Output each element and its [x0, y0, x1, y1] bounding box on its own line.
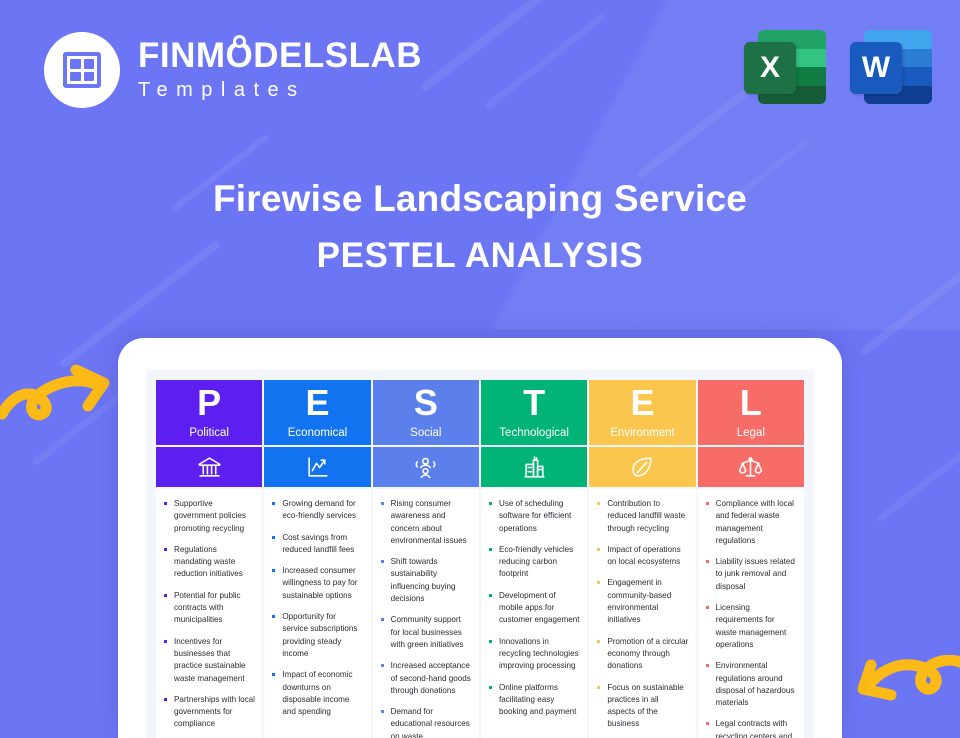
- icon-cell-legal: [697, 447, 804, 487]
- icon-cell-economical: [264, 447, 371, 487]
- list-item: Supportive government policies promoting…: [163, 498, 255, 535]
- list-item: Contribution to reduced landfill waste t…: [596, 498, 688, 535]
- icon-cell-technological: [480, 447, 588, 487]
- body-cell-social: Rising consumer awareness and concern ab…: [372, 489, 479, 738]
- people-group-icon: [415, 457, 436, 478]
- brand-o-dot-icon: [233, 35, 246, 49]
- list-item: Liability issues related to junk removal…: [705, 556, 797, 593]
- tablet-frame: P Political E Economical S Social T Tech…: [118, 338, 842, 738]
- pestel-table: P Political E Economical S Social T Tech…: [154, 378, 806, 738]
- header-letter: E: [630, 382, 655, 423]
- bullet-list: Growing demand for eco-friendly services…: [271, 498, 363, 718]
- scales-justice-icon: [739, 456, 763, 477]
- header-cell-social[interactable]: S Social: [372, 380, 479, 445]
- city-factory-icon: [523, 455, 545, 478]
- line-chart-icon: [308, 456, 328, 477]
- list-item: Online platforms facilitating easy booki…: [488, 682, 580, 719]
- brush-stroke: [483, 12, 607, 111]
- squiggle-arrow-down-left-icon: [857, 655, 960, 701]
- squiggle-arrow-up-right-icon: [0, 364, 110, 421]
- body-cell-environment: Contribution to reduced landfill waste t…: [589, 489, 696, 738]
- header-cell-political[interactable]: P Political: [156, 380, 263, 445]
- list-item: Innovations in recycling technologies im…: [488, 636, 580, 673]
- header-letter: E: [305, 382, 330, 423]
- header-cell-legal[interactable]: L Legal: [697, 380, 804, 445]
- brush-stroke: [419, 0, 591, 93]
- header-cell-economical[interactable]: E Economical: [264, 380, 371, 445]
- header-label: Legal: [736, 427, 765, 439]
- list-item: Incentives for businesses that practice …: [163, 636, 255, 685]
- list-item: Growing demand for eco-friendly services: [271, 498, 363, 523]
- list-item: Potential for public contracts with muni…: [163, 590, 255, 627]
- bullet-list: Rising consumer awareness and concern ab…: [380, 498, 472, 738]
- excel-icon-letter: X: [744, 42, 796, 94]
- list-item: Opportunity for service subscriptions pr…: [271, 611, 363, 660]
- list-item: Regulations mandating waste reduction in…: [163, 544, 255, 581]
- list-item: Legal contracts with recycling centers a…: [705, 718, 797, 738]
- body-cell-technological: Use of scheduling software for efficient…: [480, 489, 588, 738]
- brand-logo: FINMODELSLAB Templates: [44, 32, 422, 108]
- header-label: Technological: [499, 427, 569, 439]
- list-item: Increased consumer willingness to pay fo…: [271, 565, 363, 602]
- list-item: Cost savings from reduced landfill fees: [271, 532, 363, 557]
- icon-cell-political: [156, 447, 263, 487]
- bullet-list: Supportive government policies promoting…: [163, 498, 255, 731]
- table-header-row: P Political E Economical S Social T Tech…: [156, 380, 804, 445]
- header-cell-environment[interactable]: E Environment: [589, 380, 696, 445]
- grid-logo-icon: [44, 32, 120, 108]
- list-item: Increased acceptance of second-hand good…: [380, 660, 472, 697]
- list-item: Demand for educational resources on wast…: [380, 706, 472, 738]
- list-item: Impact of operations on local ecosystems: [596, 544, 688, 569]
- body-cell-legal: Compliance with local and federal waste …: [697, 489, 804, 738]
- list-item: Eco-friendly vehicles reducing carbon fo…: [488, 544, 580, 581]
- brand-name-text: FINMODELSLAB: [138, 36, 423, 76]
- page-title-block: Firewise Landscaping Service PESTEL ANAL…: [0, 178, 960, 276]
- bank-institution-icon: [197, 456, 221, 477]
- brand-name: FINMODELSLAB: [138, 35, 423, 76]
- list-item: Promotion of a circular economy through …: [596, 636, 688, 673]
- header-letter: L: [739, 382, 762, 423]
- icon-cell-social: [372, 447, 479, 487]
- leaf-icon: [632, 456, 652, 477]
- header-label: Environment: [610, 427, 675, 439]
- word-icon: W: [850, 26, 932, 108]
- format-icons: X W: [744, 26, 932, 108]
- header-cell-technological[interactable]: T Technological: [480, 380, 588, 445]
- brush-stroke: [875, 443, 960, 524]
- list-item: Focus on sustainable practices in all as…: [596, 682, 688, 731]
- bullet-list: Contribution to reduced landfill waste t…: [596, 498, 688, 731]
- body-cell-political: Supportive government policies promoting…: [156, 489, 263, 738]
- page-subtitle: PESTEL ANALYSIS: [316, 236, 644, 275]
- word-icon-letter: W: [850, 42, 902, 94]
- list-item: Licensing requirements for waste managem…: [705, 602, 797, 651]
- list-item: Rising consumer awareness and concern ab…: [380, 498, 472, 547]
- header-label: Political: [189, 427, 229, 439]
- list-item: Impact of economic downturns on disposab…: [271, 669, 363, 718]
- list-item: Partnerships with local governments for …: [163, 694, 255, 731]
- page-title: Firewise Landscaping Service: [212, 178, 748, 219]
- table-icon-row: [156, 447, 804, 487]
- body-cell-economical: Growing demand for eco-friendly services…: [264, 489, 371, 738]
- header-label: Social: [410, 427, 442, 439]
- list-item: Engagement in community-based environmen…: [596, 577, 688, 626]
- brand-tagline: Templates: [138, 78, 306, 101]
- list-item: Use of scheduling software for efficient…: [488, 498, 580, 535]
- header-letter: P: [197, 382, 222, 423]
- bullet-list: Use of scheduling software for efficient…: [488, 498, 580, 718]
- header-letter: T: [523, 382, 546, 423]
- list-item: Development of mobile apps for customer …: [488, 590, 580, 627]
- header-label: Economical: [287, 427, 348, 439]
- list-item: Shift towards sustainability influencing…: [380, 556, 472, 605]
- icon-cell-environment: [589, 447, 696, 487]
- header-letter: S: [413, 382, 438, 423]
- table-body-row: Supportive government policies promoting…: [156, 489, 804, 738]
- list-item: Environmental regulations around disposa…: [705, 660, 797, 709]
- list-item: Compliance with local and federal waste …: [705, 498, 797, 547]
- tablet-screen: P Political E Economical S Social T Tech…: [146, 370, 814, 738]
- list-item: Community support for local businesses w…: [380, 614, 472, 651]
- bullet-list: Compliance with local and federal waste …: [705, 498, 797, 738]
- excel-icon: X: [744, 26, 826, 108]
